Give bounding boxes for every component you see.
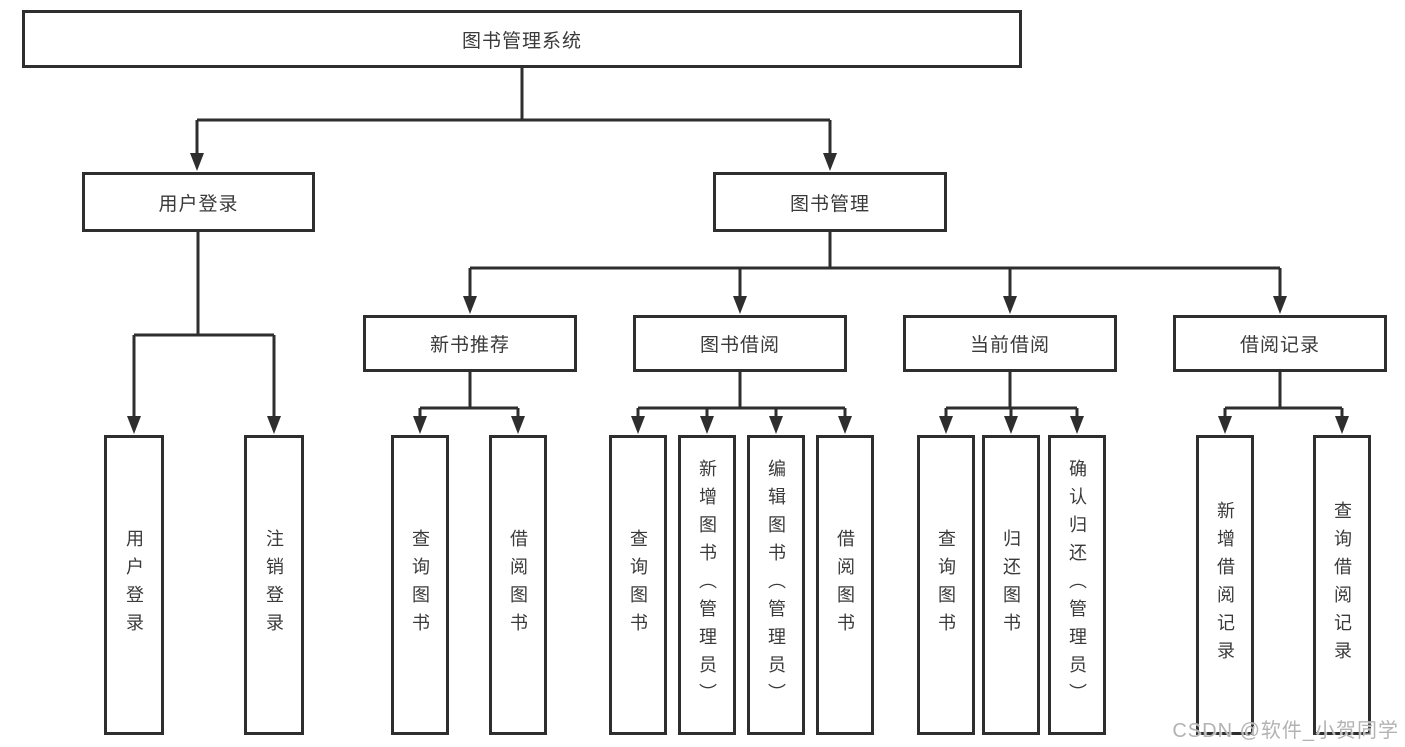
- node-root-library-system: 图书管理系统: [22, 10, 1022, 68]
- leaf-borrow-books-recommend: 借阅图书: [489, 435, 547, 735]
- leaf-query-books-borrowing-label: 查询图书: [628, 529, 648, 641]
- leaf-query-books-borrowing: 查询图书: [609, 435, 667, 735]
- leaf-query-borrow-record-label: 查询借阅记录: [1332, 501, 1352, 669]
- leaf-edit-book-admin: 编辑图书（管理员）: [747, 435, 805, 735]
- leaf-query-books-recommend-label: 查询图书: [410, 529, 430, 641]
- leaf-add-borrow-record-label: 新增借阅记录: [1215, 501, 1235, 669]
- leaf-user-login: 用户登录: [104, 435, 164, 735]
- leaf-logout-label: 注销登录: [264, 529, 284, 641]
- leaf-query-books-recommend: 查询图书: [391, 435, 449, 735]
- leaf-query-borrow-record: 查询借阅记录: [1313, 435, 1371, 735]
- node-borrowing-records: 借阅记录: [1173, 315, 1387, 372]
- leaf-query-books-current: 查询图书: [917, 435, 975, 735]
- node-current-borrowing: 当前借阅: [903, 315, 1117, 372]
- leaf-borrow-books-borrowing: 借阅图书: [816, 435, 874, 735]
- node-user-login: 用户登录: [82, 172, 315, 232]
- leaf-add-book-admin-label: 新增图书（管理员）: [697, 459, 717, 711]
- leaf-return-books-label: 归还图书: [1001, 529, 1021, 641]
- node-book-borrowing: 图书借阅: [633, 315, 847, 372]
- leaf-return-books: 归还图书: [982, 435, 1040, 735]
- leaf-query-books-current-label: 查询图书: [936, 529, 956, 641]
- leaf-confirm-return-admin-label: 确认归还（管理员）: [1067, 459, 1087, 711]
- leaf-confirm-return-admin: 确认归还（管理员）: [1048, 435, 1106, 735]
- leaf-add-borrow-record: 新增借阅记录: [1196, 435, 1254, 735]
- leaf-add-book-admin: 新增图书（管理员）: [678, 435, 736, 735]
- node-new-book-recommendation: 新书推荐: [363, 315, 577, 372]
- node-book-management: 图书管理: [713, 172, 947, 232]
- csdn-watermark: CSDN @软件_小贺同学: [1172, 720, 1399, 742]
- leaf-edit-book-admin-label: 编辑图书（管理员）: [766, 459, 786, 711]
- leaf-user-login-label: 用户登录: [124, 529, 144, 641]
- leaf-logout: 注销登录: [244, 435, 304, 735]
- leaf-borrow-books-recommend-label: 借阅图书: [508, 529, 528, 641]
- leaf-borrow-books-borrowing-label: 借阅图书: [835, 529, 855, 641]
